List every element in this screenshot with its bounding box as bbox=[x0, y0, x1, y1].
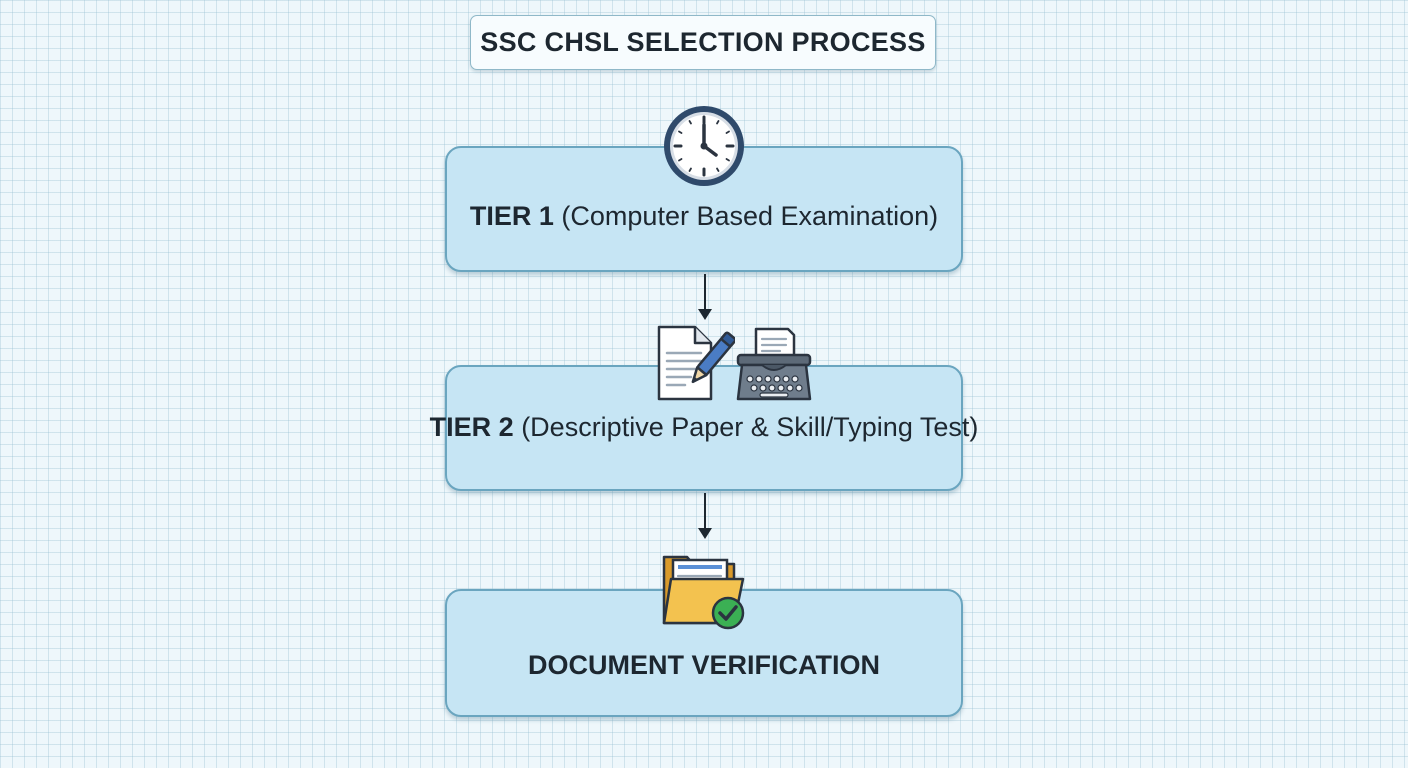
arrow-tier2-to-verification bbox=[698, 493, 712, 539]
clock-icon bbox=[662, 104, 746, 188]
tier-2-strong: TIER 2 bbox=[429, 411, 514, 442]
typewriter-icon bbox=[736, 327, 812, 403]
tier-1-description: (Computer Based Examination) bbox=[553, 200, 939, 231]
tier-2-label: TIER 2 (Descriptive Paper & Skill/Typing… bbox=[430, 412, 979, 443]
tier-1-label: TIER 1 (Computer Based Examination) bbox=[470, 201, 938, 232]
diagram-title: SSC CHSL SELECTION PROCESS bbox=[480, 27, 926, 57]
tier-1-strong: TIER 1 bbox=[469, 200, 554, 231]
document-verification-label: DOCUMENT VERIFICATION bbox=[528, 649, 880, 680]
tier-2-description: (Descriptive Paper & Skill/Typing Test) bbox=[513, 411, 979, 442]
document-pen-icon bbox=[655, 325, 735, 405]
folder-check-icon bbox=[661, 549, 749, 633]
arrow-tier1-to-tier2 bbox=[698, 274, 712, 320]
diagram-title-box: SSC CHSL SELECTION PROCESS bbox=[470, 15, 936, 70]
